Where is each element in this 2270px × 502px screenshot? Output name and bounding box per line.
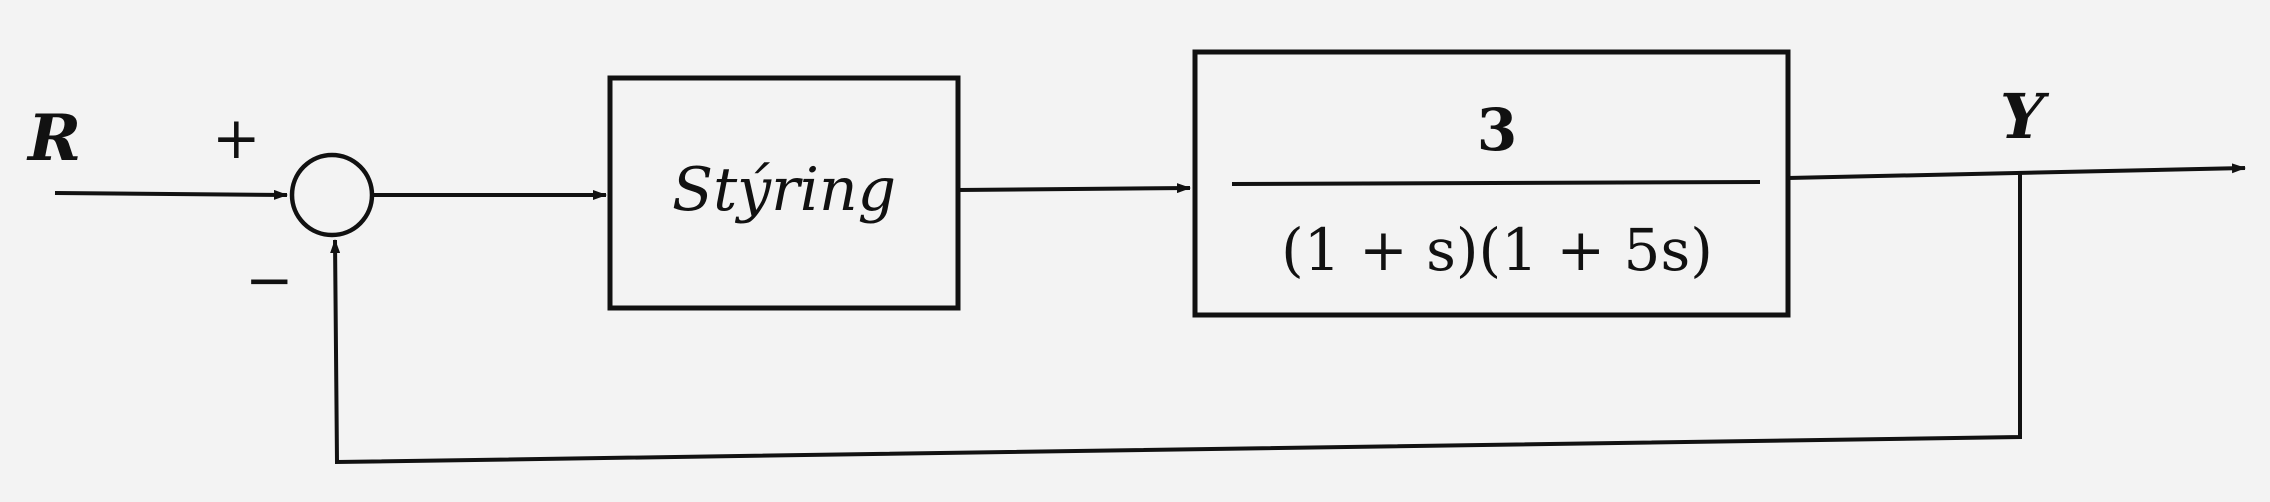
- feedback-path: [330, 174, 2022, 465]
- control-signal-line: [957, 183, 1191, 194]
- transfer-function-numerator: 3: [1477, 96, 1517, 164]
- fraction-bar: [1231, 180, 1761, 186]
- plus-sign: +: [212, 104, 261, 172]
- output-signal-line: [1787, 163, 2246, 180]
- minus-sign: −: [245, 246, 294, 314]
- plant-block: [1192, 49, 1791, 318]
- transfer-function-denominator: (1 + s)(1 + 5s): [1281, 216, 1713, 284]
- controller-label: Stýring: [672, 155, 896, 225]
- input-label: R: [26, 101, 81, 176]
- input-signal-line: [54, 189, 288, 200]
- controller-block: [607, 75, 961, 311]
- output-label: Y: [2000, 80, 2050, 153]
- summing-junction: [289, 152, 375, 238]
